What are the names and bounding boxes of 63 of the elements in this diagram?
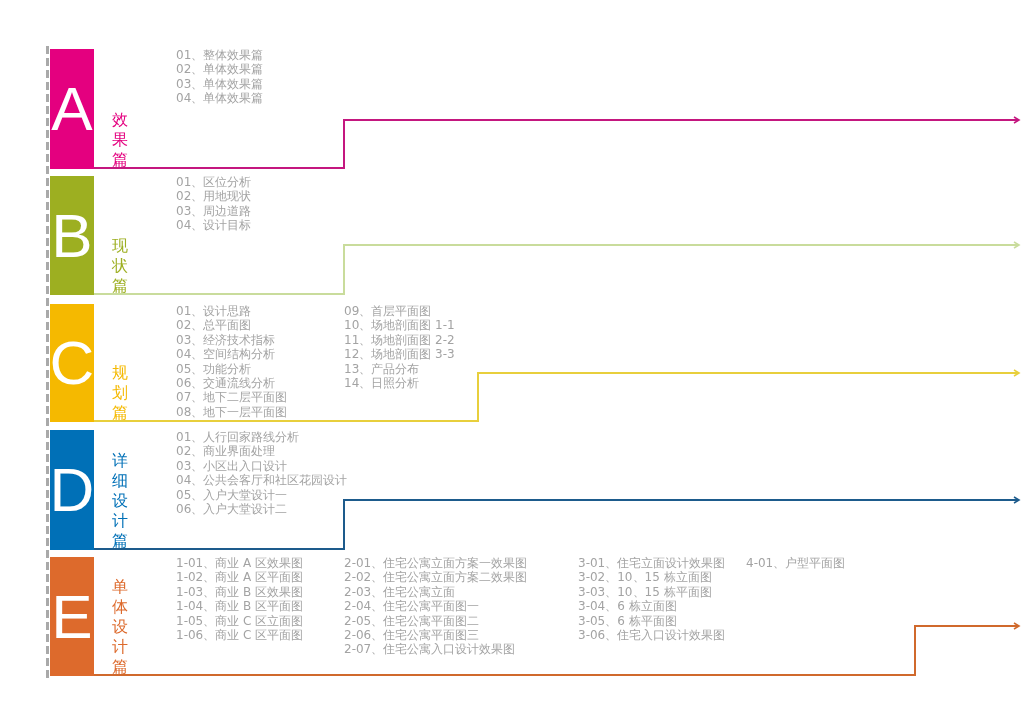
contents-entry: 2-04、住宅公寓平面图一 — [344, 599, 480, 614]
contents-entry: 2-07、住宅公寓入口设计效果图 — [344, 642, 516, 657]
contents-entry: 2-03、住宅公寓立面 — [344, 584, 456, 600]
stepped-arrow-line — [93, 496, 1020, 550]
contents-entry: 1-05、商业 C 区立面图 — [176, 613, 304, 628]
contents-entry: 10、场地剖面图 1-1 — [344, 318, 455, 333]
section-title: 效果篇 — [112, 110, 129, 170]
contents-entry: 2-05、住宅公寓平面图二 — [344, 613, 480, 628]
contents-entry: 12、场地剖面图 3-3 — [344, 347, 455, 362]
stepped-arrow-line — [93, 241, 1020, 295]
stepped-arrow-line — [93, 116, 1020, 169]
contents-entry: 1-03、商业 B 区效果图 — [176, 584, 304, 600]
contents-entry: 04、单体效果篇 — [176, 91, 264, 106]
stepped-arrow-line — [93, 622, 1020, 676]
contents-entry: 01、人行回家路线分析 — [176, 430, 300, 445]
contents-entry: 3-01、住宅立面设计效果图 — [578, 556, 726, 571]
contents-entry: 09、首层平面图 — [344, 304, 432, 319]
section-title: 规划篇 — [112, 363, 129, 423]
contents-entry: 03、经济技术指标 — [176, 332, 276, 348]
contents-entry: 02、单体效果篇 — [176, 62, 264, 77]
section-letter-tab: B — [50, 176, 94, 295]
contents-entry: 01、区位分析 — [176, 175, 252, 190]
contents-entry: 02、总平面图 — [176, 318, 252, 333]
section-title: 单体设计篇 — [112, 577, 129, 677]
contents-entry: 07、地下二层平面图 — [176, 390, 288, 405]
contents-entry: 03、单体效果篇 — [176, 76, 264, 92]
section-letter-tab: A — [50, 49, 94, 169]
contents-entry: 3-02、10、15 栋立面图 — [578, 570, 712, 585]
contents-entry: 1-04、商业 B 区平面图 — [176, 599, 304, 614]
contents-entry: 2-01、住宅公寓立面方案一效果图 — [344, 556, 528, 571]
contents-entry: 11、场地剖面图 2-2 — [344, 332, 455, 348]
contents-entry: 06、入户大堂设计二 — [176, 502, 288, 517]
section-letter-tab: C — [50, 304, 94, 422]
contents-entry: 06、交通流线分析 — [176, 376, 276, 391]
contents-entry: 01、整体效果篇 — [176, 48, 264, 63]
contents-entry: 03、小区出入口设计 — [176, 458, 288, 474]
section-title: 现状篇 — [112, 236, 129, 296]
contents-entry: 2-06、住宅公寓平面图三 — [344, 628, 480, 643]
contents-entry: 2-02、住宅公寓立面方案二效果图 — [344, 570, 528, 585]
contents-entry: 3-06、住宅入口设计效果图 — [578, 628, 726, 643]
contents-entry: 3-04、6 栋立面图 — [578, 599, 677, 614]
contents-entry: 04、公共会客厅和社区花园设计 — [176, 473, 348, 488]
contents-entry: 01、设计思路 — [176, 304, 252, 319]
contents-entry: 04、空间结构分析 — [176, 347, 276, 362]
contents-entry: 3-05、6 栋平面图 — [578, 613, 677, 628]
contents-entry: 02、用地现状 — [176, 189, 252, 204]
section-letter-tab: E — [50, 557, 94, 676]
contents-entry: 13、产品分布 — [344, 361, 420, 376]
contents-entry: 1-01、商业 A 区效果图 — [176, 556, 304, 571]
contents-entry: 05、入户大堂设计一 — [176, 487, 288, 502]
contents-entry: 1-06、商业 C 区平面图 — [176, 628, 304, 643]
contents-entry: 1-02、商业 A 区平面图 — [176, 570, 304, 585]
contents-entry: 4-01、户型平面图 — [746, 556, 846, 571]
contents-entry: 3-03、10、15 栋平面图 — [578, 584, 712, 600]
contents-entry: 05、功能分析 — [176, 361, 252, 376]
contents-entry: 02、商业界面处理 — [176, 444, 276, 459]
stepped-arrow-line — [93, 369, 1020, 422]
section-title: 详细设计篇 — [112, 451, 129, 551]
contents-entry: 04、设计目标 — [176, 218, 252, 233]
section-letter-tab: D — [50, 430, 94, 550]
contents-entry: 14、日照分析 — [344, 376, 420, 391]
contents-entry: 08、地下一层平面图 — [176, 404, 288, 420]
contents-entry: 03、周边道路 — [176, 203, 252, 219]
